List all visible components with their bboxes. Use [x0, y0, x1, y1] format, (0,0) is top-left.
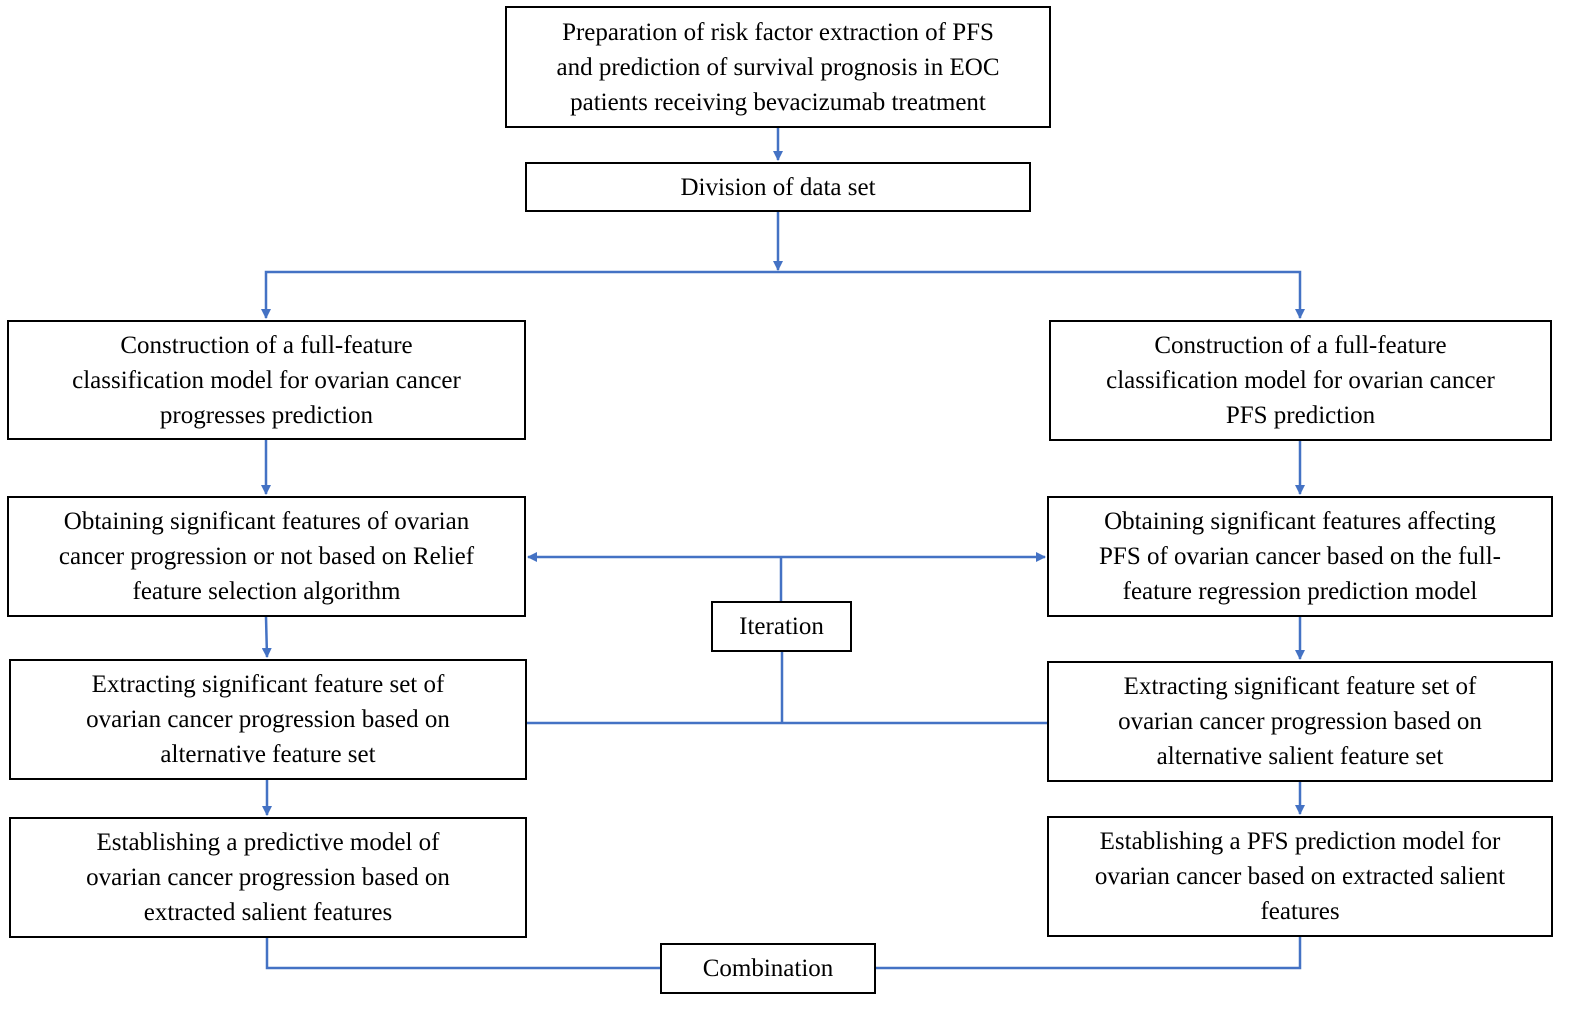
text-line: Extracting significant feature set of	[1123, 673, 1477, 700]
box-right-pfs-prediction-model: Establishing a PFS prediction model for …	[1047, 816, 1553, 937]
connector-l4-to-combination	[265, 938, 660, 970]
text-line: classification model for ovarian cancer	[1106, 367, 1495, 394]
connector-split-right	[780, 270, 1305, 319]
text-line: PFS prediction	[1225, 402, 1376, 429]
box-iteration: Iteration	[711, 601, 852, 652]
text-line: ovarian cancer progression based on	[1118, 708, 1482, 735]
text-line: PFS of ovarian cancer based on the full-	[1099, 543, 1501, 570]
text-line: features	[1260, 898, 1340, 925]
box-iteration-label: Iteration	[739, 613, 824, 640]
box-left-4-text: Establishing a predictive model of ovari…	[86, 825, 450, 930]
text-line: classification model for ovarian cancer	[72, 366, 461, 394]
connector-split-left	[261, 270, 780, 319]
box-left-1-text: Construction of a full-feature classific…	[72, 328, 461, 433]
text-line: progresses prediction	[159, 401, 374, 429]
box-preparation-text: Preparation of risk factor extraction of…	[557, 15, 1000, 120]
box-right-3-text: Extracting significant feature set of ov…	[1118, 669, 1482, 774]
text-line: alternative salient feature set	[1156, 743, 1444, 770]
box-combination-label: Combination	[702, 955, 834, 982]
text-line: feature regression prediction model	[1122, 578, 1478, 605]
box-right-4-text: Establishing a PFS prediction model for …	[1095, 824, 1505, 929]
text-line: feature selection algorithm	[132, 578, 401, 605]
text-line: alternative feature set	[160, 741, 376, 768]
box-preparation: Preparation of risk factor extraction of…	[505, 6, 1051, 128]
box-left-extracting-feature-set: Extracting significant feature set of ov…	[9, 659, 527, 780]
box-right-1-text: Construction of a full-feature classific…	[1106, 328, 1495, 433]
box-combination: Combination	[660, 943, 876, 994]
box-left-predictive-model: Establishing a predictive model of ovari…	[9, 817, 527, 938]
text-line: patients receiving bevacizumab treatment	[570, 88, 986, 116]
text-line: ovarian cancer based on extracted salien…	[1094, 863, 1506, 890]
box-division-of-data-set: Division of data set	[525, 162, 1031, 212]
box-right-significant-features-pfs: Obtaining significant features affecting…	[1047, 496, 1553, 617]
text-line: ovarian cancer progression based on	[86, 864, 450, 891]
arrow-l2-to-l3	[261, 616, 272, 658]
box-left-relief-feature-selection: Obtaining significant features of ovaria…	[7, 496, 526, 617]
box-left-3-text: Extracting significant feature set of ov…	[86, 667, 450, 772]
box-left-2-text: Obtaining significant features of ovaria…	[59, 504, 474, 609]
text-line: extracted salient features	[143, 899, 393, 926]
box-right-2-text: Obtaining significant features affecting…	[1099, 504, 1501, 609]
text-line: and prediction of survival prognosis in …	[556, 53, 1000, 81]
box-left-full-feature-classification: Construction of a full-feature classific…	[7, 320, 526, 440]
box-right-extracting-feature-set: Extracting significant feature set of ov…	[1047, 661, 1553, 782]
text-line: Establishing a PFS prediction model for	[1099, 828, 1501, 855]
text-line: Construction of a full-feature	[1154, 332, 1447, 359]
text-line: Obtaining significant features of ovaria…	[63, 508, 470, 535]
text-line: Obtaining significant features affecting	[1104, 508, 1496, 535]
text-line: Preparation of risk factor extraction of…	[562, 18, 994, 46]
text-line: Establishing a predictive model of	[96, 829, 440, 856]
box-right-full-feature-classification: Construction of a full-feature classific…	[1049, 320, 1552, 441]
text-line: cancer progression or not based on Relie…	[58, 543, 475, 570]
text-line: Construction of a full-feature	[120, 331, 413, 359]
text-line: Extracting significant feature set of	[91, 671, 445, 698]
connector-r4-to-combination	[876, 937, 1302, 970]
box-division-label: Division of data set	[680, 173, 876, 201]
text-line: ovarian cancer progression based on	[86, 706, 450, 733]
